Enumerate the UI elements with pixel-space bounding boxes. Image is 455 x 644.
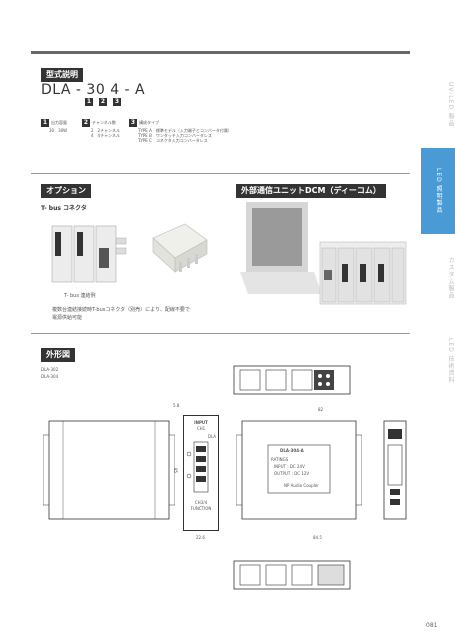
dim-85: 85 xyxy=(173,468,178,474)
legend-2-value-1: 4 4チャンネル xyxy=(91,133,120,138)
option-description-line1: 複数台連結接続時T-busコネクタ（別売）により、配線不要で xyxy=(52,307,190,313)
front-function-label: FUNCTION xyxy=(190,506,212,511)
option-description-line2: 電源供給可能 xyxy=(52,315,83,321)
model-badges: 1 2 3 xyxy=(85,98,121,106)
legend-3-value-0: TYPE A 標準モデル（入力端子とコンバータ付属） xyxy=(138,128,232,133)
section-title-outline: 外形図 xyxy=(41,348,75,362)
drawing-bottom-view xyxy=(232,557,352,593)
drawing-side-view: DLA-304-A RATINGS INPUT : DC 24V OUTPUT … xyxy=(236,415,362,527)
section-title-option: オプション xyxy=(41,184,91,198)
side-brand-label: NP Audio Coupler xyxy=(284,483,319,488)
legend-2-value-0: 2 2チャンネル xyxy=(91,128,120,133)
tbus-units-photo xyxy=(50,218,130,286)
drawing-right-view xyxy=(380,415,410,527)
dim-5-8: 5.8 xyxy=(173,403,180,408)
legend-2-badge: 2 xyxy=(82,119,90,127)
drawing-front-view: INPUT CH1 DLA CH3/4 FUNCTION xyxy=(183,415,219,531)
side-tab-led-tech[interactable]: LED 技術資料 xyxy=(447,338,454,384)
legend-1-label: 出力容量 xyxy=(51,120,67,125)
page-number: 081 xyxy=(426,622,438,629)
top-rule xyxy=(31,51,410,54)
divider-2 xyxy=(31,333,410,334)
side-tab-led-lighting[interactable]: LED 照明製品 xyxy=(421,148,455,234)
front-ch34-label: CH3/4 xyxy=(194,500,208,505)
side-output-label: OUTPUT : DC 12V xyxy=(274,471,310,476)
side-model-label: DLA-304-A xyxy=(280,448,304,453)
badge-3: 3 xyxy=(113,98,121,106)
legend-2: 2 チャンネル数 xyxy=(82,119,116,127)
model-code: DLA - 30 4 - A xyxy=(41,82,146,98)
legend-1-badge: 1 xyxy=(41,119,49,127)
dim-22-6: 22.6 xyxy=(196,535,205,540)
front-input-label: INPUT xyxy=(194,420,208,425)
front-ch-label: CH1 xyxy=(196,426,206,431)
side-tab-custom[interactable]: カスタム製品 xyxy=(447,257,454,299)
dim-82: 82 xyxy=(318,407,324,412)
side-rating-label: RATINGS xyxy=(271,457,289,462)
section-title-dcm: 外部通信ユニットDCM（ディーコム） xyxy=(236,184,386,198)
option-subtitle: T- bus コネクタ xyxy=(41,205,87,212)
drawing-top-view xyxy=(232,362,352,398)
legend-3-value-1: TYPE B ワンタッチ入力コンバータレス xyxy=(138,133,212,138)
drawing-left-side-view xyxy=(42,415,176,527)
divider-1 xyxy=(31,173,410,174)
legend-3-value-2: TYPE C コネクタ入力コンバータレス xyxy=(138,138,208,143)
front-terminal-block xyxy=(186,441,209,493)
badge-1: 1 xyxy=(85,98,93,106)
dim-84-5: 84.5 xyxy=(313,535,322,540)
tbus-caption: T- bus 連結例 xyxy=(64,293,96,299)
side-tab-uv-led[interactable]: UV-LED 製品 xyxy=(447,81,454,127)
legend-1-value-0: 30 30W xyxy=(49,128,68,133)
side-input-label: INPUT : DC 24V xyxy=(274,464,305,469)
legend-3: 3 構成タイプ xyxy=(129,119,159,127)
outline-model-1: DLA-304 xyxy=(41,374,59,379)
section-title-model: 型式説明 xyxy=(41,68,83,82)
tbus-connector-photo xyxy=(145,218,215,278)
front-dla-label: DLA xyxy=(207,434,216,439)
dcm-photo xyxy=(240,198,410,316)
legend-3-badge: 3 xyxy=(129,119,137,127)
badge-2: 2 xyxy=(99,98,107,106)
legend-2-label: チャンネル数 xyxy=(92,120,116,125)
outline-model-0: DLA-302 xyxy=(41,367,59,372)
legend-1: 1 出力容量 xyxy=(41,119,67,127)
legend-3-label: 構成タイプ xyxy=(139,120,159,125)
